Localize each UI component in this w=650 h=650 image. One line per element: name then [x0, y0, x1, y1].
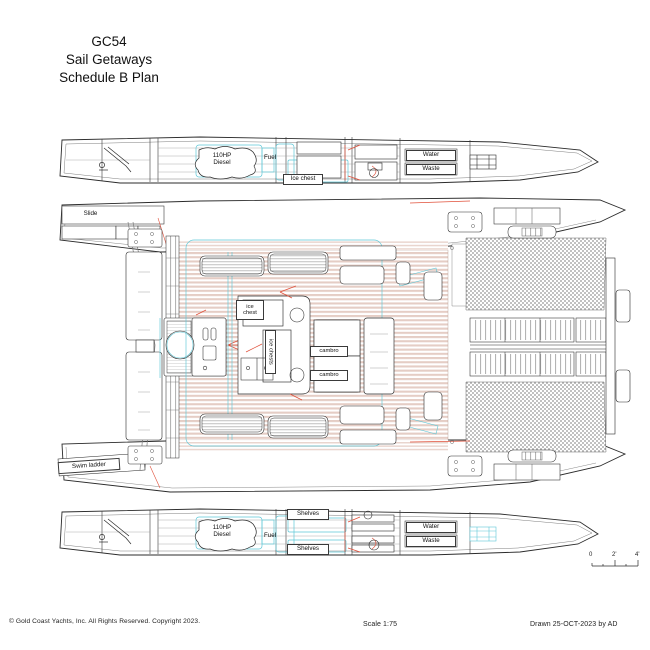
label-slide: Slide	[83, 209, 98, 217]
label-ice-chest-line1: ice	[246, 303, 254, 310]
label-shelves-lower: Shelves	[287, 544, 329, 555]
drawing-title-plan: Schedule B Plan	[59, 69, 159, 85]
label-bottom-engine-line1: 110HP	[212, 524, 232, 532]
scale-note: Scale 1:75	[363, 621, 398, 628]
scale-tick-0: 0	[589, 552, 593, 558]
label-top-water: Water	[406, 150, 456, 161]
label-cambro-2: cambro	[310, 370, 348, 381]
label-bottom-fuel: Fuel	[263, 531, 277, 539]
copyright-notice: © Gold Coast Yachts, Inc. All Rights Res…	[9, 618, 201, 625]
label-top-fuel: Fuel	[263, 153, 277, 161]
label-top-waste: Waste	[406, 164, 456, 175]
label-top-engine-line1: 110HP	[212, 152, 232, 160]
label-cambro-1: cambro	[310, 346, 348, 357]
label-bottom-engine: 110HP Diesel	[204, 522, 240, 542]
label-bottom-engine-line2: Diesel	[213, 531, 231, 538]
drawn-by-note: Drawn 25-OCT-2023 by AD	[530, 621, 618, 628]
scale-tick-4: 4'	[635, 552, 640, 558]
scale-tick-2: 2'	[612, 552, 617, 558]
label-top-ice-chest: Ice chest	[283, 174, 323, 185]
title-block: GC54 Sail Getaways Schedule B Plan	[14, 33, 204, 86]
drawing-title-client: Sail Getaways	[65, 51, 153, 67]
label-bottom-water: Water	[406, 522, 456, 533]
label-top-engine: 110HP Diesel	[204, 150, 240, 170]
label-top-engine-line2: Diesel	[213, 159, 231, 166]
main-deck-view	[57, 197, 631, 493]
label-ice-chest: ice chest	[236, 300, 264, 320]
top-hull-view	[59, 136, 599, 184]
label-shelves-upper: Shelves	[287, 509, 329, 520]
scale-bar: 0 2' 4'	[588, 552, 643, 574]
label-ice-chests: ice chests	[265, 330, 276, 374]
drawing-title-model: GC54	[91, 34, 127, 49]
scale-bar-graphic	[591, 560, 639, 567]
bottom-hull-view	[59, 508, 599, 556]
label-ice-chest-line2: chest	[243, 310, 257, 316]
label-bottom-waste: Waste	[406, 536, 456, 547]
